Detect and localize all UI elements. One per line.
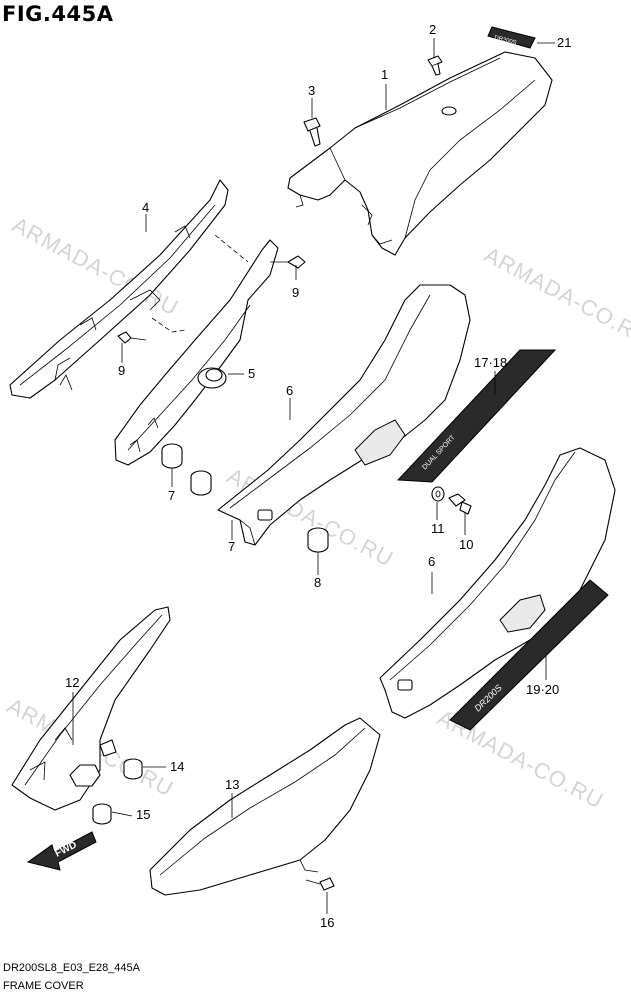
screw-part-2[interactable] (427, 55, 443, 76)
callout-17-18: 17·18 (474, 355, 508, 370)
leader-lines (72, 38, 555, 914)
callout-2: 2 (429, 22, 437, 37)
callout-4: 4 (142, 200, 150, 215)
fwd-arrow-icon: FWD (26, 831, 97, 871)
callout-10: 10 (459, 537, 474, 552)
washer-part-11[interactable] (431, 486, 445, 502)
grommet-part-7-lower[interactable] (190, 470, 212, 496)
callout-9-lower: 9 (118, 363, 126, 378)
callout-14: 14 (170, 759, 185, 774)
bolt-part-3[interactable] (303, 117, 321, 147)
callout-7-upper: 7 (168, 488, 176, 503)
grommet-part-8[interactable] (307, 527, 329, 553)
figure-caption: FRAME COVER (3, 980, 84, 992)
callout-16: 16 (320, 915, 335, 930)
callout-13: 13 (225, 777, 240, 792)
bolt-part-10[interactable] (448, 493, 472, 515)
callout-8: 8 (314, 575, 322, 590)
emblem-part-21[interactable]: DR200S (487, 26, 536, 49)
emblem-text: DR200S (494, 35, 517, 46)
bolt-part-9-lower[interactable] (117, 331, 147, 344)
rear-fender-part-1[interactable] (287, 51, 553, 256)
grommet-part-7-upper[interactable] (161, 443, 183, 469)
frame-cover-part-6-upper[interactable] (217, 284, 471, 546)
callout-5: 5 (248, 366, 256, 381)
grommet-part-15[interactable] (92, 803, 112, 825)
bolt-part-9-upper[interactable] (270, 255, 306, 269)
bracket-part-12[interactable] (11, 606, 171, 811)
callout-9-upper: 9 (292, 285, 300, 300)
frame-cover-part-6-lower[interactable] (379, 447, 616, 719)
callout-6-upper: 6 (286, 383, 294, 398)
bracket-part-5[interactable] (114, 234, 279, 466)
grommet-part-14[interactable] (123, 758, 143, 780)
callout-3: 3 (308, 83, 316, 98)
seat-rail-cover-part-4[interactable] (9, 179, 229, 399)
callout-1: 1 (381, 67, 389, 82)
figure-title: FIG.445A (2, 2, 114, 26)
screw-part-16[interactable] (305, 877, 335, 891)
callout-11: 11 (431, 521, 445, 536)
callout-21: 21 (557, 35, 572, 50)
callout-12: 12 (65, 675, 80, 690)
figure-code: DR200SL8_E03_E28_445A (3, 962, 141, 974)
callout-15: 15 (136, 807, 151, 822)
callout-6-lower: 6 (428, 554, 436, 569)
callout-7-lower: 7 (228, 539, 236, 554)
side-cover-part-13[interactable] (149, 717, 381, 896)
callout-19-20: 19·20 (526, 682, 560, 697)
